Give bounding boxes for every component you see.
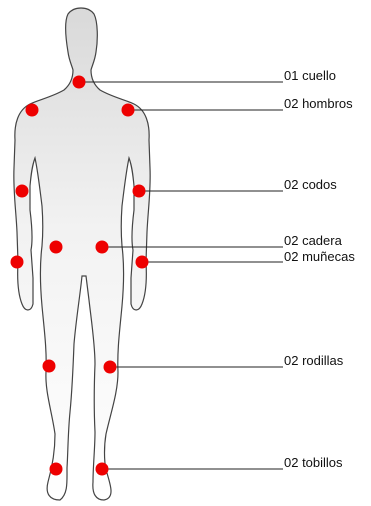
marker-codo-derecho — [133, 185, 146, 198]
label-cadera: 02 cadera — [284, 233, 343, 248]
marker-rodilla-derecha — [104, 361, 117, 374]
marker-rodilla-izquierda — [43, 360, 56, 373]
label-codos: 02 codos — [284, 177, 337, 192]
label-cuello: 01 cuello — [284, 68, 336, 83]
marker-cuello — [73, 76, 86, 89]
marker-hombro-derecho — [122, 104, 135, 117]
joint-labels: 01 cuello 02 hombros 02 codos 02 cadera … — [284, 68, 355, 470]
label-munecas: 02 muñecas — [284, 249, 355, 264]
marker-cadera-derecha — [96, 241, 109, 254]
label-rodillas: 02 rodillas — [284, 353, 344, 368]
marker-codo-izquierdo — [16, 185, 29, 198]
marker-tobillo-derecho — [96, 463, 109, 476]
marker-muneca-izquierda — [11, 256, 24, 269]
marker-cadera-izquierda — [50, 241, 63, 254]
marker-muneca-derecha — [136, 256, 149, 269]
label-hombros: 02 hombros — [284, 96, 353, 111]
label-tobillos: 02 tobillos — [284, 455, 343, 470]
marker-tobillo-izquierdo — [50, 463, 63, 476]
marker-hombro-izquierdo — [26, 104, 39, 117]
